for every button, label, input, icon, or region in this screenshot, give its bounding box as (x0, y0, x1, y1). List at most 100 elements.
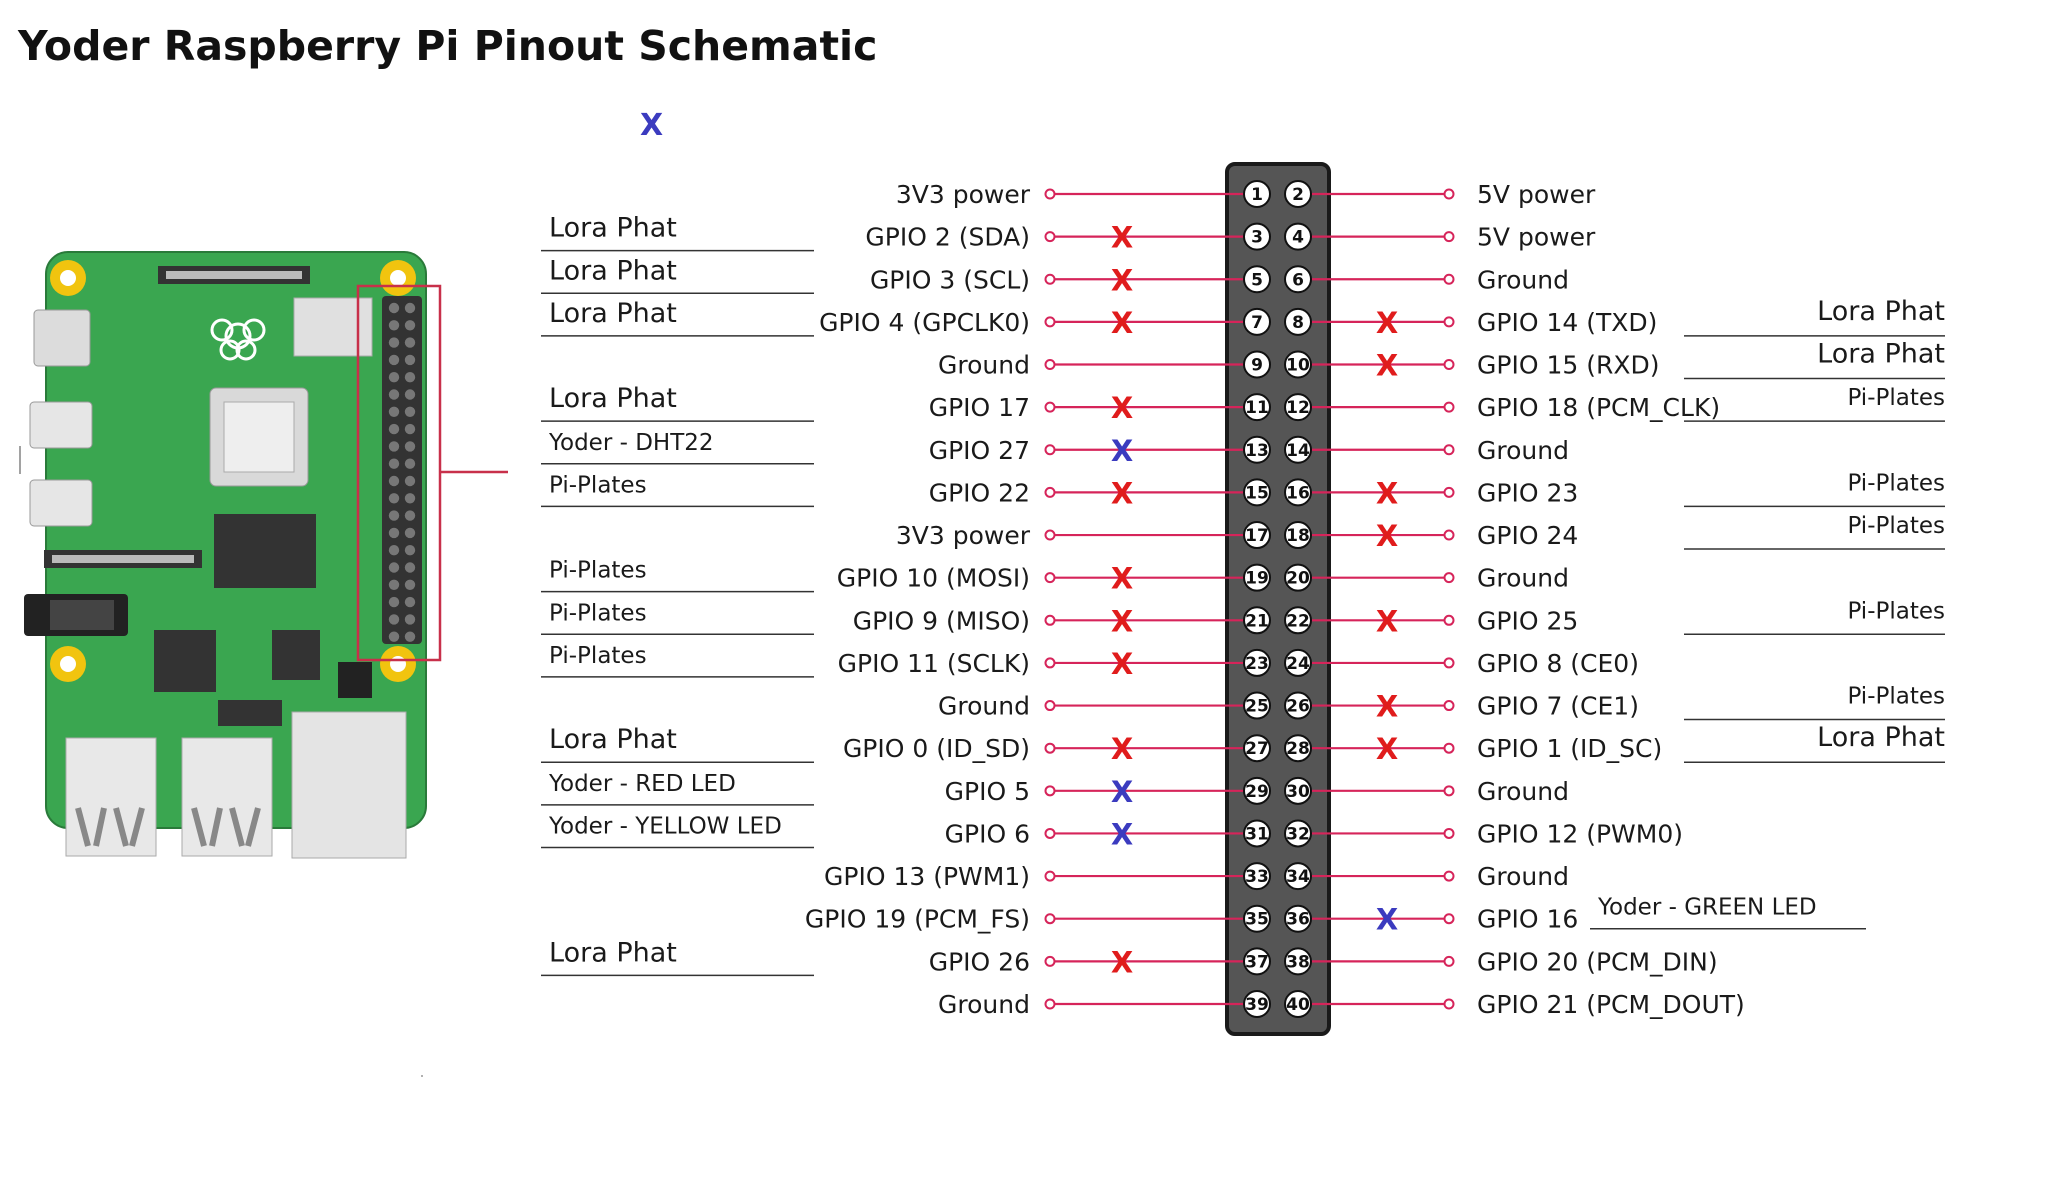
pin-terminal (1044, 657, 1056, 669)
pin-number: 5 (1251, 270, 1263, 290)
usb-port-1 (65, 737, 157, 857)
pin-terminal (1044, 444, 1056, 456)
pin-label-33: GPIO 13 (PWM1) (824, 862, 1030, 891)
board-pin (388, 596, 400, 608)
pin-terminal (1443, 572, 1455, 584)
pin-terminal (1044, 486, 1056, 498)
pin-terminal (1443, 188, 1455, 200)
pin-terminal (1443, 401, 1455, 413)
pin-terminal (1044, 913, 1056, 925)
pin-number: 31 (1245, 824, 1269, 844)
used-mark: X (1111, 306, 1133, 340)
pin-label-8: GPIO 14 (TXD) (1477, 308, 1657, 337)
usb-c-port (33, 309, 91, 367)
pin-number: 23 (1245, 654, 1269, 674)
pin-circle-32 (1284, 819, 1312, 848)
pin-terminal (1443, 785, 1455, 797)
device-label-right: Yoder - GREEN LED (1597, 895, 1817, 921)
board-pin (388, 372, 400, 383)
pin-number: 16 (1286, 483, 1310, 503)
pin-terminal (1044, 529, 1056, 541)
pin-number: 6 (1292, 270, 1304, 290)
pin-circle-25 (1243, 691, 1271, 720)
pin-terminal (1044, 316, 1056, 328)
pin-label-24: GPIO 8 (CE0) (1477, 649, 1639, 678)
pin-label-12: GPIO 18 (PCM_CLK) (1477, 393, 1720, 422)
pin-circle-19 (1243, 563, 1271, 592)
reserved-mark: X (1111, 817, 1133, 851)
pin-terminal (1044, 401, 1056, 413)
pin-label-18: GPIO 24 (1477, 521, 1578, 550)
pin-terminal (1443, 486, 1455, 498)
pin-terminal (1443, 231, 1455, 243)
pin-number: 17 (1245, 526, 1269, 546)
board-pin (404, 579, 416, 590)
pin-terminal (1443, 444, 1455, 456)
used-mark: X (1376, 349, 1398, 383)
hdmi-port-1 (29, 401, 93, 449)
device-label-left: Pi-Plates (549, 472, 647, 498)
used-mark: X (1111, 476, 1133, 510)
pin-number: 1 (1251, 185, 1263, 205)
pin-circle-29 (1243, 776, 1271, 805)
pin-label-36: GPIO 16 (1477, 905, 1578, 934)
board-pin (388, 354, 400, 366)
ethernet-chip (272, 630, 320, 680)
pin-label-17: 3V3 power (896, 521, 1031, 550)
pin-label-4: 5V power (1477, 223, 1596, 252)
used-mark: X (1111, 732, 1133, 766)
gpio-header-body (1225, 162, 1331, 1036)
pin-terminal (1044, 188, 1056, 200)
board-pin (404, 458, 416, 469)
pin-label-38: GPIO 20 (PCM_DIN) (1477, 947, 1718, 976)
pin-circle-15 (1243, 478, 1271, 507)
pin-circle-31 (1243, 819, 1271, 848)
pin-terminal (1443, 913, 1455, 925)
pin-circle-4 (1284, 222, 1312, 251)
pin-label-29: GPIO 5 (945, 777, 1030, 806)
pin-label-2: 5V power (1477, 180, 1596, 209)
pin-circle-12 (1284, 393, 1312, 422)
pin-terminal (1443, 529, 1455, 541)
board-pin (404, 527, 416, 539)
board-pin (388, 475, 400, 487)
board-pin (404, 631, 416, 642)
board-pin (388, 527, 400, 539)
pin-terminal (1044, 700, 1056, 712)
pin-label-16: GPIO 23 (1477, 478, 1578, 507)
used-mark: X (1376, 306, 1398, 340)
pin-label-11: GPIO 17 (929, 393, 1030, 422)
pin-label-1: 3V3 power (896, 180, 1031, 209)
device-label-left: Pi-Plates (549, 600, 647, 626)
device-label-right: Pi-Plates (1847, 513, 1945, 539)
board-pin (404, 510, 416, 521)
pin-label-7: GPIO 4 (GPCLK0) (819, 308, 1030, 337)
board-pin (388, 562, 400, 573)
device-label-left: Lora Phat (549, 724, 677, 755)
board-pin (388, 579, 400, 590)
board-pin (388, 545, 400, 556)
pin-terminal (1044, 273, 1056, 285)
used-mark: X (1376, 604, 1398, 638)
pin-circle-16 (1284, 478, 1312, 507)
pin-circle-23 (1243, 648, 1271, 677)
pin-number: 40 (1286, 995, 1310, 1015)
pin-circle-20 (1284, 563, 1312, 592)
pin-circle-21 (1243, 606, 1271, 635)
device-label-right: Pi-Plates (1847, 598, 1945, 624)
device-label-right: Pi-Plates (1847, 684, 1945, 710)
pin-circle-30 (1284, 776, 1312, 805)
pin-label-14: Ground (1477, 436, 1569, 465)
pin-number: 20 (1286, 569, 1310, 589)
device-label-right: Pi-Plates (1847, 470, 1945, 496)
pin-circle-3 (1243, 222, 1271, 251)
device-label-left: Pi-Plates (549, 643, 647, 669)
pin-label-22: GPIO 25 (1477, 606, 1578, 635)
pin-number: 24 (1286, 654, 1310, 674)
board-pin (388, 320, 400, 331)
board-pin (404, 320, 416, 331)
used-mark: X (1376, 476, 1398, 510)
board-pin (404, 475, 416, 487)
ethernet-port (291, 711, 407, 859)
pin-circle-9 (1243, 350, 1271, 379)
